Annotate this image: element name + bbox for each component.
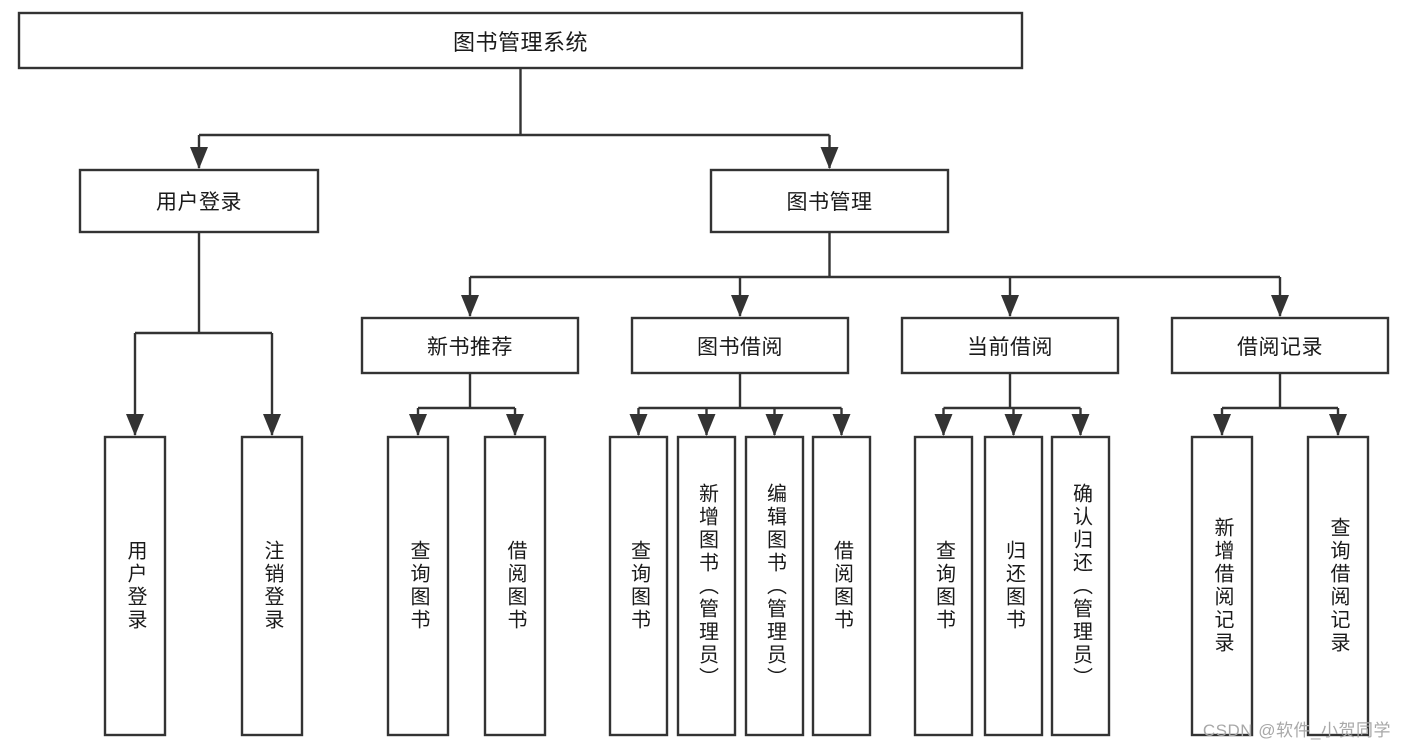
arrow-book-borrow-to-leaf-edit-book (765, 414, 784, 436)
arrow-book-manage-to-book-borrow (731, 295, 749, 317)
arrow-book-borrow-to-leaf-borrow-book-bor (832, 414, 851, 436)
arrow-new-book-recommend-to-leaf-borrow-book-rec (506, 414, 524, 436)
node-box-current-borrow[interactable] (900, 316, 1120, 375)
node-box-leaf-add-record[interactable] (1190, 435, 1254, 737)
arrow-book-manage-to-borrow-record (1271, 295, 1289, 317)
node-box-new-book-recommend[interactable] (360, 316, 580, 375)
arrow-book-borrow-to-leaf-query-book-bor (629, 414, 648, 436)
node-box-leaf-confirm-return[interactable] (1050, 435, 1111, 737)
arrow-book-borrow-to-leaf-add-book (697, 414, 716, 436)
node-box-leaf-borrow-book-bor[interactable] (811, 435, 872, 737)
arrow-user-login-to-leaf-logout (263, 414, 281, 436)
arrow-user-login-to-leaf-user-login (126, 414, 144, 436)
node-box-leaf-return-book[interactable] (983, 435, 1044, 737)
arrow-root-to-book-manage (820, 147, 839, 169)
node-box-root[interactable] (17, 11, 1024, 70)
node-box-leaf-query-record[interactable] (1306, 435, 1370, 737)
node-box-leaf-borrow-book-rec[interactable] (483, 435, 547, 737)
node-box-leaf-query-book-cur[interactable] (913, 435, 974, 737)
arrow-borrow-record-to-leaf-add-record (1213, 414, 1231, 436)
node-box-leaf-add-book[interactable] (676, 435, 737, 737)
arrow-current-borrow-to-leaf-return-book (1004, 414, 1023, 436)
arrow-book-manage-to-current-borrow (1001, 295, 1019, 317)
node-box-book-manage[interactable] (709, 168, 950, 234)
watermark-text: CSDN @软件_小贺同学 (1202, 721, 1391, 740)
arrow-root-to-user-login (190, 147, 208, 169)
node-box-leaf-query-book-bor[interactable] (608, 435, 669, 737)
node-box-borrow-record[interactable] (1170, 316, 1390, 375)
arrow-current-borrow-to-leaf-query-book-cur (934, 414, 953, 436)
connector-layer (126, 68, 1347, 436)
node-box-leaf-edit-book[interactable] (744, 435, 805, 737)
node-box-user-login[interactable] (78, 168, 320, 234)
arrow-borrow-record-to-leaf-query-record (1329, 414, 1347, 436)
arrow-new-book-recommend-to-leaf-query-book-rec (409, 414, 427, 436)
node-box-leaf-logout[interactable] (240, 435, 304, 737)
node-box-leaf-user-login[interactable] (103, 435, 167, 737)
node-box-book-borrow[interactable] (630, 316, 850, 375)
node-box-leaf-query-book-rec[interactable] (386, 435, 450, 737)
arrow-book-manage-to-new-book-recommend (461, 295, 479, 317)
node-box-layer (17, 11, 1390, 737)
arrow-current-borrow-to-leaf-confirm-return (1071, 414, 1090, 436)
